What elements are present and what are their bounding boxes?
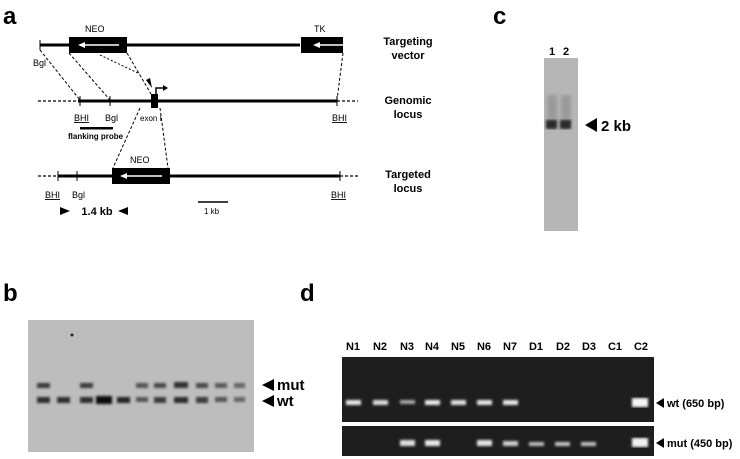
bgl-label-genomic: Bgl [105, 113, 118, 123]
band-label-wt-650: wt (650 bp) [666, 398, 725, 410]
panel-d: d N1 N2 N3 N4 N5 N6 N7 D1 D2 D3 C1 C2 [300, 280, 733, 456]
band-label-mut: mut [277, 377, 305, 394]
bhi-label-targeted-right: BHI [331, 190, 346, 200]
bgl-label-vector: Bgl [33, 58, 46, 68]
lane-labels-d: N1 N2 N3 N4 N5 N6 N7 D1 D2 D3 C1 C2 [346, 341, 648, 353]
lane-label-c-2: 2 [563, 46, 569, 58]
row-label-genomic-2: locus [394, 109, 423, 121]
neo-label-targeted: NEO [130, 155, 150, 165]
band-label-2kb: 2 kb [601, 118, 631, 135]
lane-label-N4: N4 [425, 341, 440, 353]
panel-c: c 1 2 2 kb [493, 3, 631, 231]
pcr-gel-mut [342, 426, 654, 456]
row-label-genomic-1: Genomic [384, 95, 431, 107]
lane-label-N7: N7 [503, 341, 517, 353]
bhi-label-genomic-right: BHI [332, 113, 347, 123]
band-label-mut-450: mut (450 bp) [667, 438, 733, 450]
primer-right-arrow-icon [60, 207, 70, 215]
exon-1 [151, 94, 158, 108]
southern-bands [37, 382, 245, 404]
band-label-wt: wt [276, 393, 294, 410]
lane-label-N6: N6 [477, 341, 491, 353]
mut-bands [400, 438, 648, 447]
left-arrow-icon [78, 42, 85, 48]
pcr-gel-wt [342, 357, 654, 422]
northern-smear [547, 95, 571, 125]
band-2kb-lane-2 [560, 120, 571, 129]
row-label-targeted-1: Targeted [385, 169, 431, 181]
band-pointer-icon [585, 118, 597, 132]
row-labels: Targeting vector Genomic locus Targeted loc… [383, 36, 432, 195]
panel-label-c: c [493, 3, 506, 30]
lane-label-D2: D2 [556, 341, 570, 353]
left-arrow-icon [120, 173, 127, 179]
lane-label-N1: N1 [346, 341, 360, 353]
lane-label-N5: N5 [451, 341, 465, 353]
panel-a: a NEO TK Bgl [3, 3, 433, 218]
northern-blot [544, 58, 578, 231]
mut-pcr-pointer-icon [656, 438, 664, 448]
tk-label: TK [314, 24, 326, 34]
transcription-start-icon [155, 87, 166, 94]
scale-bar-label: 1 kb [204, 207, 220, 216]
lane-label-D1: D1 [529, 341, 543, 353]
neo-label-vector: NEO [85, 24, 105, 34]
lane-label-N2: N2 [373, 341, 387, 353]
genomic-locus: BHI Bgl exon I BHI flanking probe [38, 85, 358, 141]
fragment-size-label: 1.4 kb [81, 206, 112, 218]
bgl-label-targeted: Bgl [72, 190, 85, 200]
row-label-vector-2: vector [391, 50, 425, 62]
lane-label-C2: C2 [634, 341, 648, 353]
panel-label-b: b [3, 280, 18, 307]
targeted-locus: NEO BHI Bgl BHI 1.4 kb 1 kb [38, 155, 358, 218]
lane-label-C1: C1 [608, 341, 622, 353]
panel-label-d: d [300, 280, 315, 307]
homology-connectors [39, 49, 344, 101]
lane-label-D3: D3 [582, 341, 596, 353]
lane-label-c-1: 1 [549, 46, 555, 58]
bhi-label-targeted-left: BHI [45, 190, 60, 200]
row-label-vector-1: Targeting [383, 36, 432, 48]
flanking-probe-bar [80, 127, 113, 130]
panel-b: b mut wt [3, 280, 305, 452]
panel-label-a: a [3, 3, 17, 30]
targeting-vector: NEO TK Bgl [33, 24, 343, 68]
lane-label-N3: N3 [400, 341, 414, 353]
arrow-head-icon [146, 78, 152, 88]
blot-speck [70, 333, 74, 337]
wt-bands [346, 398, 648, 407]
exon-label: exon I [140, 114, 162, 123]
flanking-probe-label: flanking probe [68, 132, 124, 141]
wt-pcr-pointer-icon [656, 398, 664, 408]
bhi-label-genomic-left: BHI [74, 113, 89, 123]
primer-left-arrow-icon [118, 207, 128, 215]
band-2kb-lane-1 [546, 120, 557, 129]
mut-pointer-icon [262, 379, 274, 391]
row-label-targeted-2: locus [394, 183, 423, 195]
left-arrow-icon [313, 42, 320, 48]
wt-pointer-icon [262, 395, 274, 407]
right-arrow-icon [163, 85, 168, 91]
replacement-connectors [112, 107, 169, 169]
